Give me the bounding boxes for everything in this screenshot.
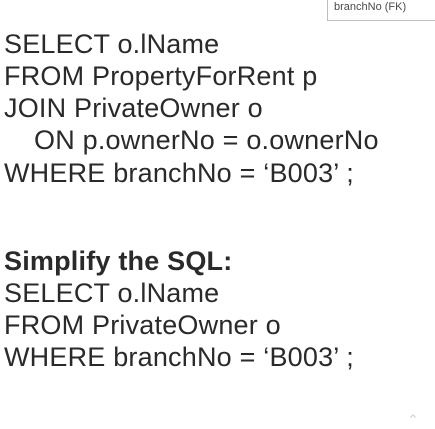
sql-select-line: SELECT o.lName <box>4 29 220 59</box>
sql-join-line: JOIN PrivateOwner o <box>4 93 263 123</box>
simplified-from-line: FROM PrivateOwner o <box>4 310 281 340</box>
simplify-heading: Simplify the SQL: <box>4 246 233 276</box>
chevron-up-icon[interactable] <box>410 414 416 418</box>
sql-from-line: FROM PropertyForRent p <box>4 61 318 91</box>
table-entity-box: branchNo branchNo (FK) <box>327 0 435 21</box>
simplified-where-line: WHERE branchNo = ‘B003’ ; <box>4 342 354 372</box>
sql-on-line: ON p.ownerNo = o.ownerNo <box>34 125 379 155</box>
simplified-select-line: SELECT o.lName <box>4 278 220 308</box>
table-field-fk: branchNo (FK) <box>334 1 407 13</box>
sql-where-line: WHERE branchNo = ‘B003’ ; <box>4 158 354 188</box>
